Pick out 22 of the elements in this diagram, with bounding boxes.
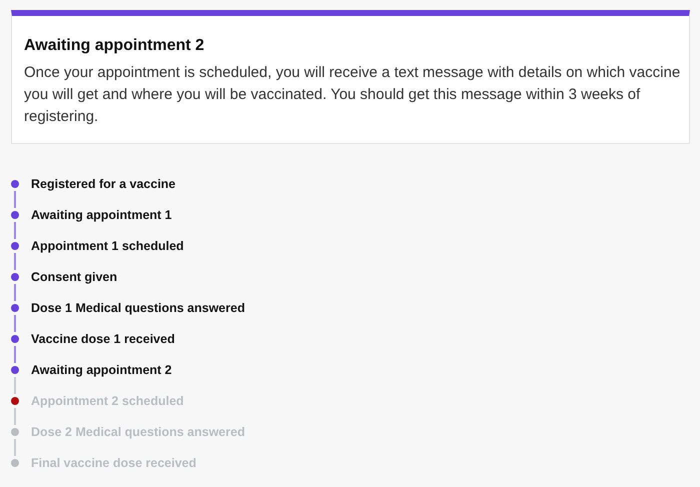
step-label: Vaccine dose 1 received	[31, 332, 175, 346]
step-label: Appointment 1 scheduled	[31, 239, 184, 253]
timeline-line	[14, 377, 16, 394]
step-label: Awaiting appointment 1	[31, 208, 172, 222]
card-heading: Awaiting appointment 2	[24, 36, 204, 56]
timeline-line	[14, 408, 16, 425]
step-label: Dose 1 Medical questions answered	[31, 301, 245, 315]
timeline-line	[14, 191, 16, 208]
step-label: Consent given	[31, 270, 118, 284]
step-label: Awaiting appointment 2	[31, 363, 172, 377]
timeline-line	[14, 439, 16, 456]
status-card	[11, 10, 690, 144]
timeline-line	[14, 253, 16, 270]
step-label: Final vaccine dose received	[31, 456, 196, 470]
step-label: Dose 2 Medical questions answered	[31, 425, 245, 439]
step-label: Registered for a vaccine	[31, 177, 176, 191]
timeline-line	[14, 222, 16, 239]
step-label: Appointment 2 scheduled	[31, 394, 184, 408]
timeline-line	[14, 346, 16, 363]
timeline-line	[14, 315, 16, 332]
timeline-line	[14, 284, 16, 301]
card-body-text: Once your appointment is scheduled, you will receive a text message with details on which vaccine you will get and where you will be vaccinated. You should get this message within 3 weeks of registering.	[24, 63, 682, 127]
